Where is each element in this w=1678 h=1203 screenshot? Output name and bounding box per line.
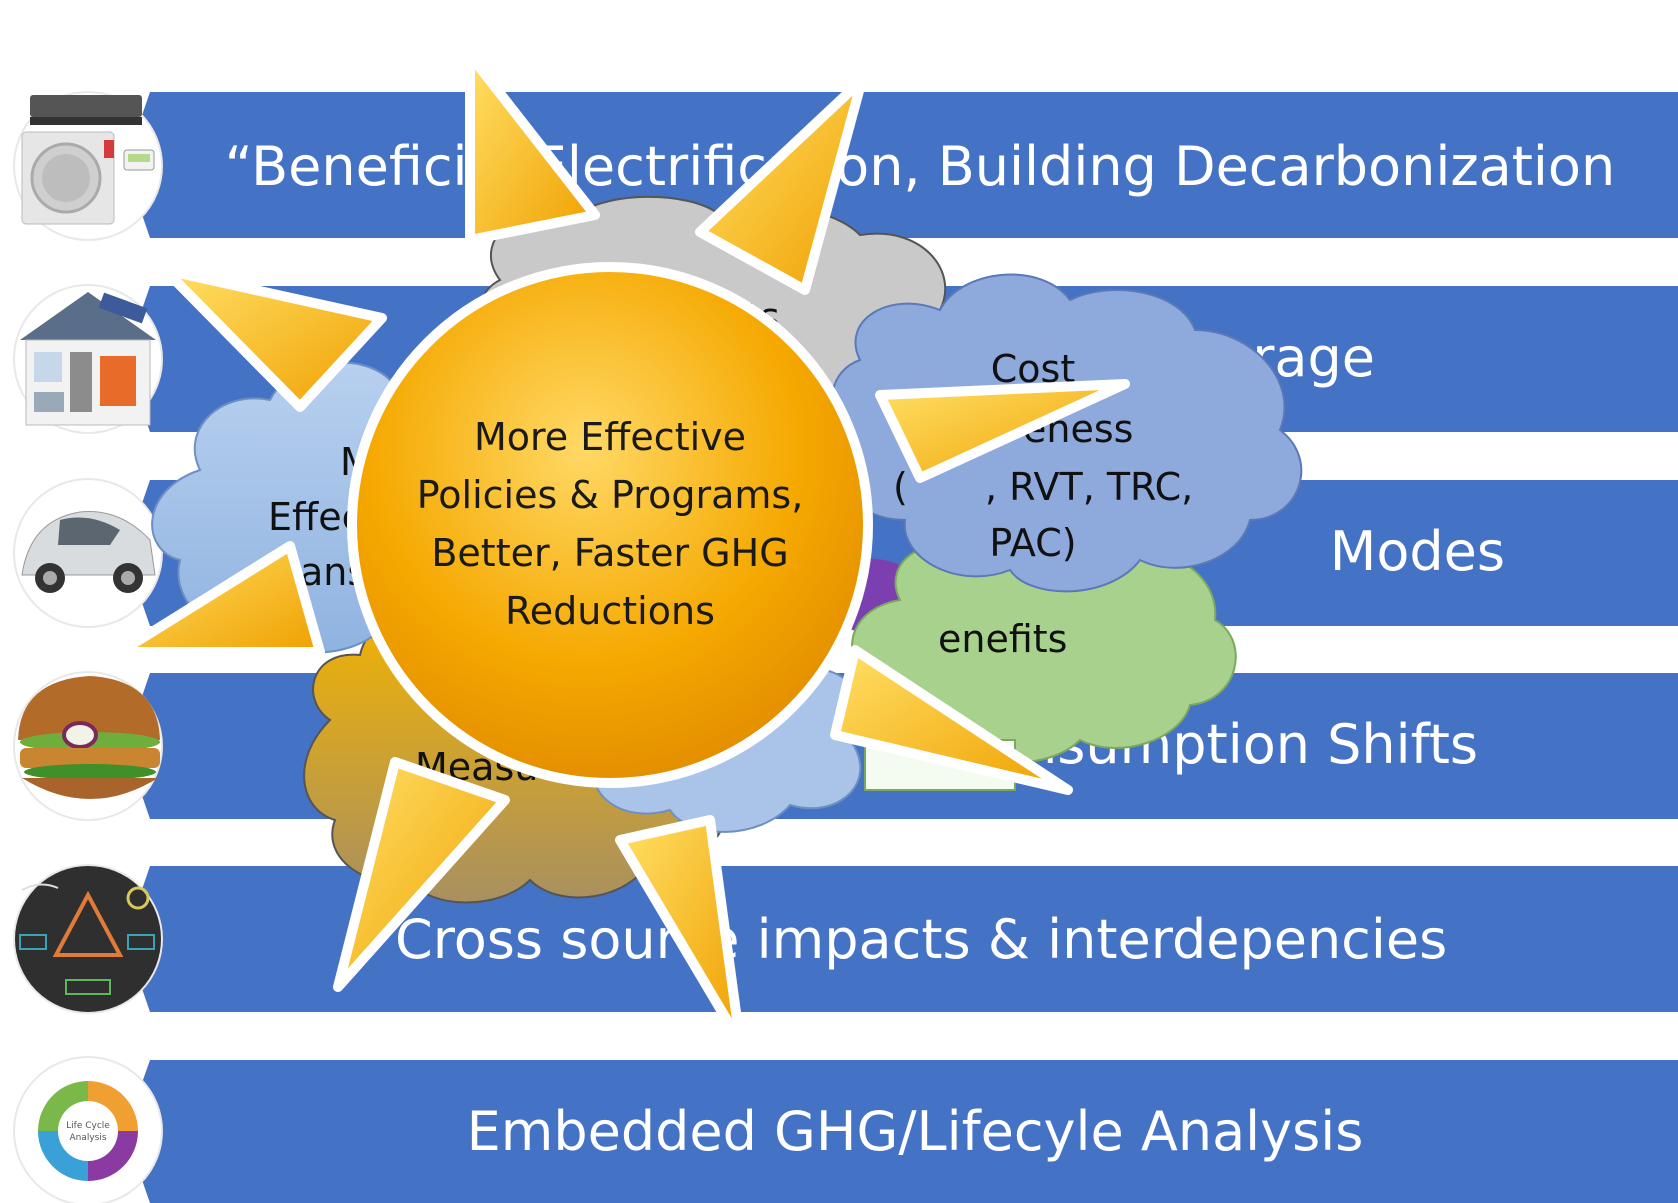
electric-car-icon bbox=[13, 478, 163, 628]
band-electrification: “Beneficial Electrification, Building De… bbox=[125, 92, 1678, 238]
sun-rays bbox=[115, 50, 1130, 1047]
ray-top-right bbox=[695, 75, 867, 295]
ray-bottom bbox=[615, 815, 745, 1047]
cloud-cost-effectiveness: Cost eness ( , RVT, TRC, PAC) bbox=[831, 273, 1303, 593]
sun-line: Reductions bbox=[505, 589, 715, 633]
cloud-label: , RVT, TRC, bbox=[985, 465, 1193, 509]
band-label: Modes bbox=[1330, 520, 1505, 583]
life-cycle-icon: Life Cycle Analysis bbox=[13, 1056, 163, 1203]
ray-top-left bbox=[160, 265, 387, 412]
ray-right bbox=[875, 379, 1130, 483]
cloud-label: Effec bbox=[268, 495, 362, 539]
systems-theory-icon bbox=[13, 864, 163, 1014]
band-lifecycle: Embedded GHG/Lifecyle Analysis bbox=[125, 1060, 1678, 1203]
smart-home-icon bbox=[13, 284, 163, 434]
ray-bottom-right bbox=[830, 645, 1073, 795]
ray-top bbox=[465, 50, 600, 245]
heat-pump-icon bbox=[13, 91, 163, 241]
cloud-label: ( bbox=[893, 465, 908, 509]
sun-line: Policies & Programs, bbox=[417, 473, 804, 517]
band-label: Cross source impacts & interdepencies bbox=[395, 908, 1447, 971]
ray-left bbox=[115, 541, 325, 657]
band-label: “Beneficial Electrification, Building De… bbox=[225, 135, 1615, 198]
band-cross-source: Cross source impacts & interdepencies bbox=[125, 866, 1678, 1012]
icon-column: Life Cycle Analysis bbox=[13, 91, 163, 1203]
sun-core: More Effective Policies & Programs, Bett… bbox=[347, 262, 873, 788]
sun-line: More Effective bbox=[474, 415, 746, 459]
sun-line: Better, Faster GHG bbox=[431, 531, 788, 575]
cloud-label: PAC) bbox=[989, 521, 1076, 565]
cloud-label: enefits bbox=[938, 617, 1067, 661]
band-label: Embedded GHG/Lifecyle Analysis bbox=[467, 1100, 1364, 1163]
svg-text:Analysis: Analysis bbox=[69, 1133, 106, 1143]
veggie-burger-icon bbox=[13, 671, 163, 821]
svg-text:Life Cycle: Life Cycle bbox=[66, 1121, 110, 1131]
ray-bottom-left bbox=[333, 757, 510, 992]
